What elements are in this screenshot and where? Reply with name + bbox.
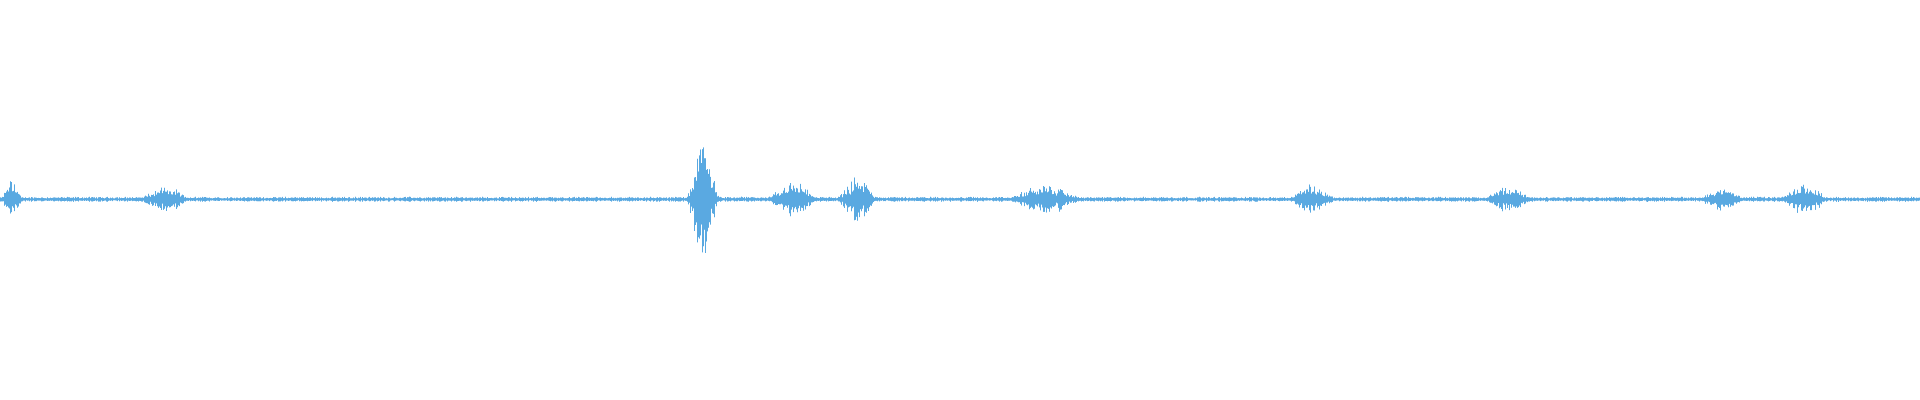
waveform-samples bbox=[0, 147, 1920, 254]
